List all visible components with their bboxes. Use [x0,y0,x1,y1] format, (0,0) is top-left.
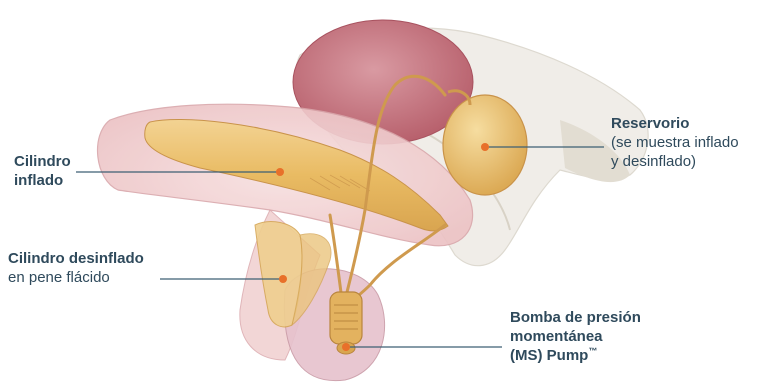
label-deflated-line1: Cilindro desinflado [8,249,144,268]
label-reservoir-line3: y desinflado) [611,152,739,171]
label-inflated-line1: Cilindro [14,152,71,171]
label-inflated-cylinder: Cilindro inflado [14,152,71,190]
label-reservoir-line2: (se muestra inflado [611,133,739,152]
label-pump-line1: Bomba de presión [510,308,641,327]
label-pump-line3-wrap: (MS) Pump™ [510,346,641,365]
label-inflated-line2: inflado [14,171,71,190]
label-deflated-cylinder: Cilindro desinflado en pene flácido [8,249,144,287]
label-reservoir-line1: Reservorio [611,114,739,133]
label-pump-line3: (MS) Pump [510,347,588,364]
label-pump: Bomba de presión momentánea (MS) Pump™ [510,308,641,365]
label-deflated-line2: en pene flácido [8,268,144,287]
marker-dot-reservoir [481,143,489,151]
label-pump-line2: momentánea [510,327,641,346]
marker-dot-inflated [276,168,284,176]
marker-dot-pump [342,343,350,351]
marker-dot-deflated [279,275,287,283]
label-pump-trademark: ™ [588,346,597,356]
label-reservoir: Reservorio (se muestra inflado y desinfl… [611,114,739,171]
